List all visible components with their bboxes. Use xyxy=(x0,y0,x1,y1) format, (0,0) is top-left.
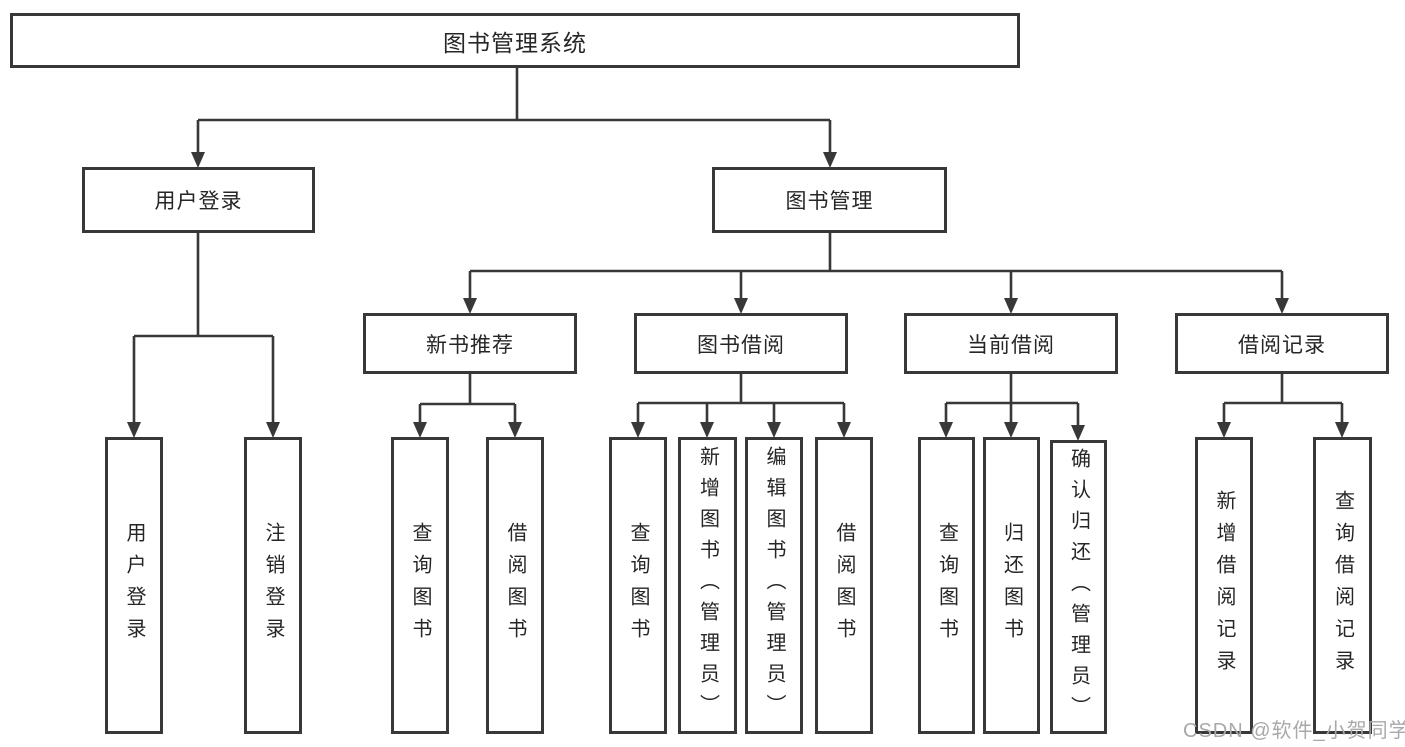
connector-user-login-children xyxy=(127,233,280,438)
leaf-query-book-recommend: 查询图书 xyxy=(391,437,449,734)
connector-new-book-recommend-children xyxy=(413,374,522,438)
leaf-add-book-admin: 新增图书（管理员） xyxy=(678,437,737,734)
leaf-query-book-borrowing: 查询图书 xyxy=(609,437,667,734)
leaf-query-borrow-record: 查询借阅记录 xyxy=(1313,437,1372,734)
connector-root-to-level2 xyxy=(191,68,837,168)
leaf-edit-book-admin: 编辑图书（管理员） xyxy=(745,437,803,734)
connector-book-management-sections xyxy=(463,233,1289,314)
leaf-query-book-current: 查询图书 xyxy=(918,437,975,734)
connector-borrowing-records-children xyxy=(1217,374,1349,438)
node-library-system: 图书管理系统 xyxy=(10,13,1020,68)
leaf-borrow-book-recommend: 借阅图书 xyxy=(486,437,544,734)
leaf-logout-login: 注销登录 xyxy=(244,437,302,734)
csdn-watermark: CSDN @软件_小贺同学 xyxy=(1183,720,1405,742)
leaf-user-login: 用户登录 xyxy=(105,437,163,734)
node-user-login: 用户登录 xyxy=(82,167,315,233)
leaf-add-borrow-record: 新增借阅记录 xyxy=(1195,437,1253,734)
connector-current-borrowing-children xyxy=(939,374,1085,441)
leaf-confirm-return-admin: 确认归还（管理员） xyxy=(1050,440,1107,734)
node-borrowing-records: 借阅记录 xyxy=(1175,313,1389,374)
node-new-book-recommend: 新书推荐 xyxy=(363,313,577,374)
node-current-borrowing: 当前借阅 xyxy=(904,313,1118,374)
node-book-management: 图书管理 xyxy=(712,167,947,233)
leaf-return-book: 归还图书 xyxy=(983,437,1040,734)
connector-book-borrowing-children xyxy=(631,374,851,438)
leaf-borrow-book-borrowing: 借阅图书 xyxy=(815,437,873,734)
node-book-borrowing: 图书借阅 xyxy=(634,313,848,374)
